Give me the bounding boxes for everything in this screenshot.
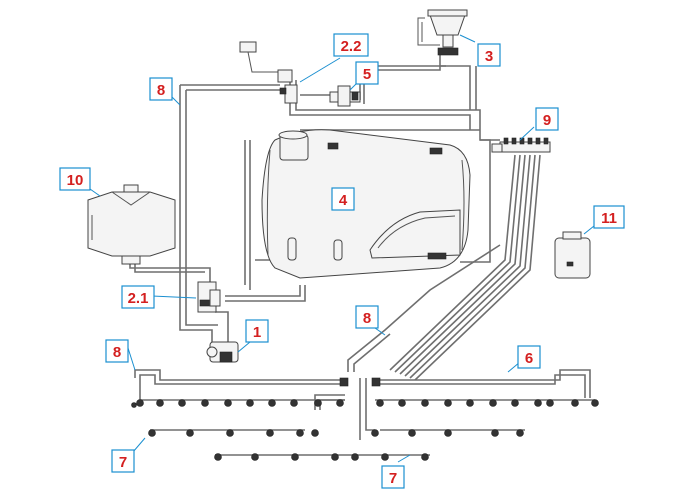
nozzle (421, 453, 429, 461)
nozzle (591, 399, 599, 407)
nozzle (331, 453, 339, 461)
callout-7-bottom-text: 7 (389, 470, 397, 487)
clean-water-tank (87, 184, 176, 265)
nozzle (201, 399, 209, 407)
callout-4-text: 4 (339, 192, 348, 209)
nozzle (246, 399, 254, 407)
callout-8-middle-text: 8 (363, 310, 371, 327)
callout-5-text: 5 (363, 66, 371, 83)
callout-2-1-text: 2.1 (128, 290, 149, 307)
nozzle (571, 399, 579, 407)
callout-8-top-text: 8 (157, 82, 165, 99)
section-valve-manifold (491, 137, 551, 153)
callout-10-text: 10 (67, 172, 84, 189)
nozzle (251, 453, 259, 461)
suction-filter (197, 281, 221, 313)
nozzle (491, 429, 499, 437)
callout-9-text: 9 (543, 112, 551, 129)
chemical-hopper (417, 9, 468, 56)
nozzle (290, 399, 298, 407)
callout-7-left: 7 (111, 449, 135, 473)
nozzle (489, 399, 497, 407)
callout-2-1: 2.1 (121, 285, 155, 309)
nozzle (156, 399, 164, 407)
nozzle (311, 429, 319, 437)
callout-6: 6 (517, 345, 541, 369)
nozzle (376, 399, 384, 407)
callout-8-middle: 8 (355, 305, 379, 329)
nozzle (381, 453, 389, 461)
nozzle (336, 399, 344, 407)
callout-7-left-text: 7 (119, 454, 127, 471)
callout-2-2: 2.2 (333, 33, 369, 57)
callout-3: 3 (477, 43, 501, 67)
nozzle (466, 399, 474, 407)
nozzle (266, 429, 274, 437)
nozzle (214, 453, 222, 461)
pump (206, 341, 239, 363)
callout-2-2-text: 2.2 (341, 38, 362, 55)
callout-6-text: 6 (525, 350, 533, 367)
callout-8-left: 8 (105, 339, 129, 363)
nozzle (296, 429, 304, 437)
callout-10: 10 (59, 167, 91, 191)
spray-boom (134, 369, 595, 456)
callout-8-top: 8 (149, 77, 173, 101)
nozzle (351, 453, 359, 461)
callout-1: 1 (245, 319, 269, 343)
callout-5: 5 (355, 61, 379, 85)
nozzle (444, 429, 452, 437)
nozzle (408, 429, 416, 437)
callout-7-bottom: 7 (381, 465, 405, 489)
pipe-network (129, 55, 541, 440)
nozzle-group (131, 399, 599, 461)
nozzle (268, 399, 276, 407)
nozzle (186, 429, 194, 437)
nozzle (131, 399, 144, 408)
hand-wash-tank (554, 231, 591, 279)
nozzle (511, 399, 519, 407)
callout-11-text: 11 (601, 210, 617, 227)
nozzle (291, 453, 299, 461)
nozzle (314, 399, 322, 407)
nozzle (224, 399, 232, 407)
nozzle (226, 429, 234, 437)
control-valves (239, 41, 361, 107)
callout-11: 11 (593, 205, 625, 229)
callout-1-text: 1 (253, 324, 261, 341)
nozzle (371, 429, 379, 437)
nozzle (421, 399, 429, 407)
nozzle (398, 399, 406, 407)
nozzle (516, 429, 524, 437)
callout-8-left-text: 8 (113, 344, 121, 361)
callout-4: 4 (331, 187, 355, 211)
nozzle (178, 399, 186, 407)
nozzle (534, 399, 542, 407)
main-tank (261, 129, 471, 279)
nozzle (546, 399, 554, 407)
callout-9: 9 (535, 107, 559, 131)
nozzle (444, 399, 452, 407)
callout-3-text: 3 (485, 48, 493, 65)
nozzle (148, 429, 156, 437)
